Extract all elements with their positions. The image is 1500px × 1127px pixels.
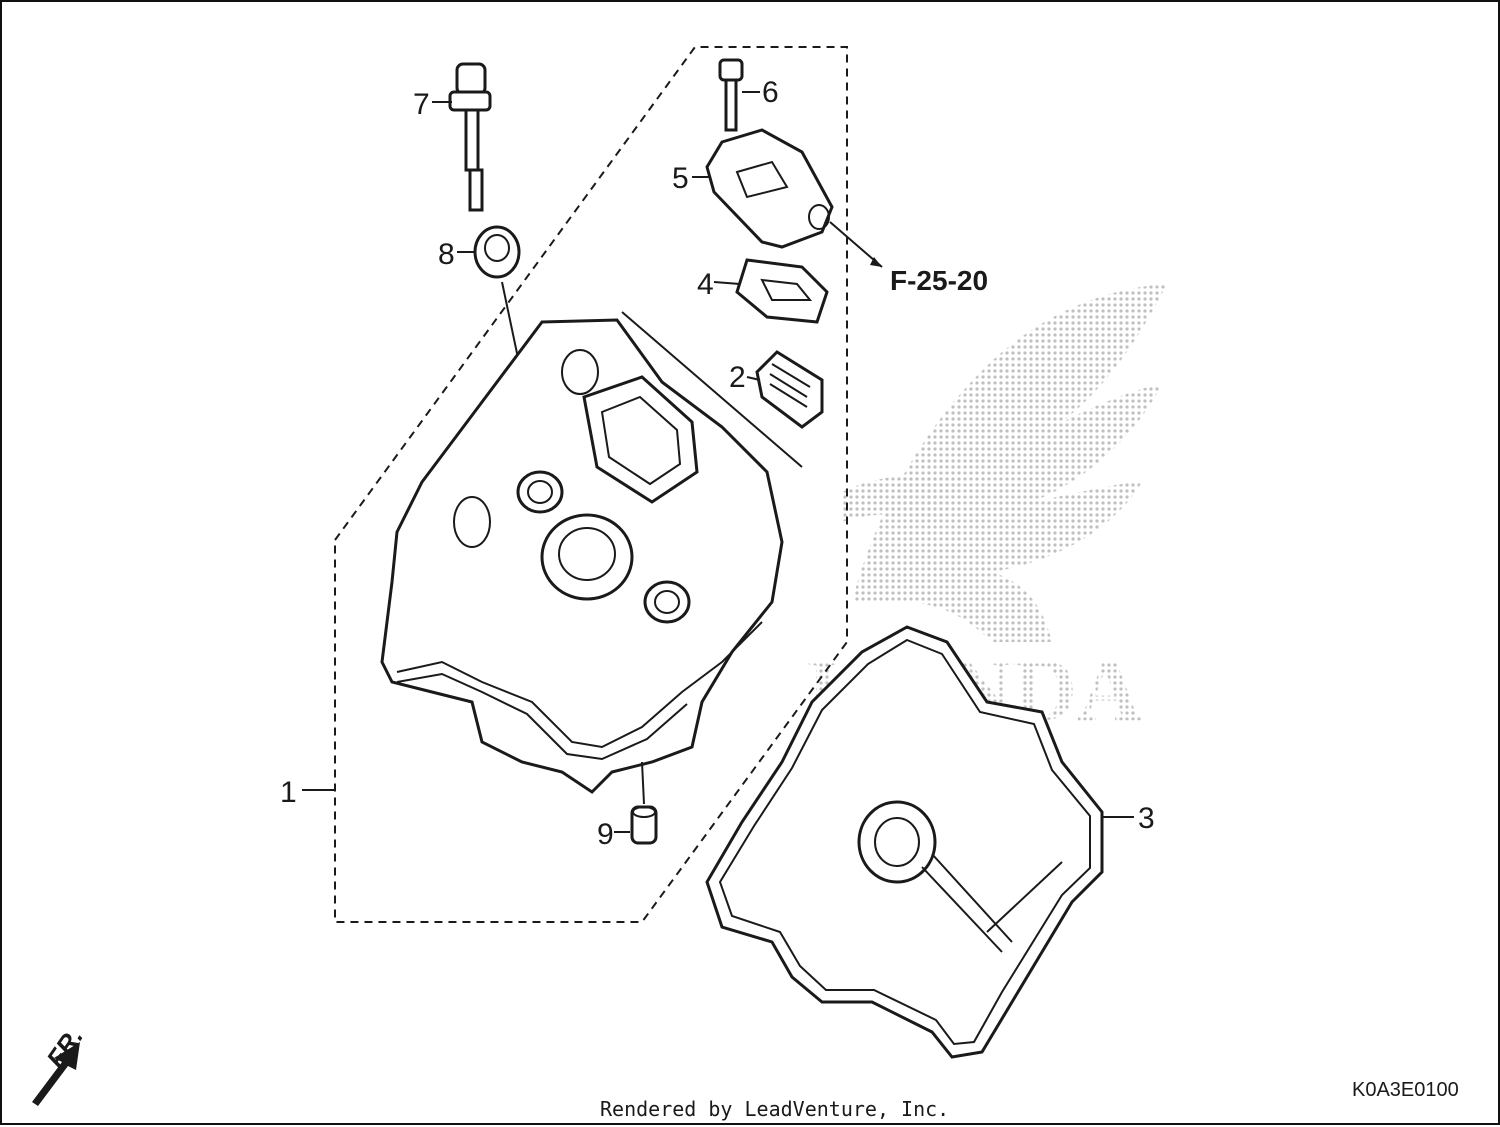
front-label: FR. [40,1022,89,1074]
callout-9: 9 [597,818,614,851]
part-5-breather-cover [692,128,883,268]
callout-5: 5 [672,162,689,195]
callout-4: 4 [697,268,714,301]
part-9-dowel [614,761,658,845]
callout-6: 6 [762,76,779,109]
reference-label: F-25-20 [890,265,988,296]
part-6-bolt [718,58,760,132]
front-direction-arrow: FR. [32,1022,89,1106]
part-7-breather-bolt [432,62,492,212]
callout-2: 2 [729,361,746,394]
callout-7: 7 [413,88,430,121]
part-3-cover-gasket [705,625,1134,1059]
part-4-gasket [713,258,829,324]
part-1-head-cover [302,318,784,794]
diagram-code: K0A3E0100 [1352,1079,1459,1101]
part-2-breather-plate [621,311,824,468]
callout-1: 1 [280,776,297,809]
credit-text: Rendered by LeadVenture, Inc. [600,1097,949,1121]
callout-3: 3 [1138,802,1155,835]
callout-8: 8 [438,238,455,271]
